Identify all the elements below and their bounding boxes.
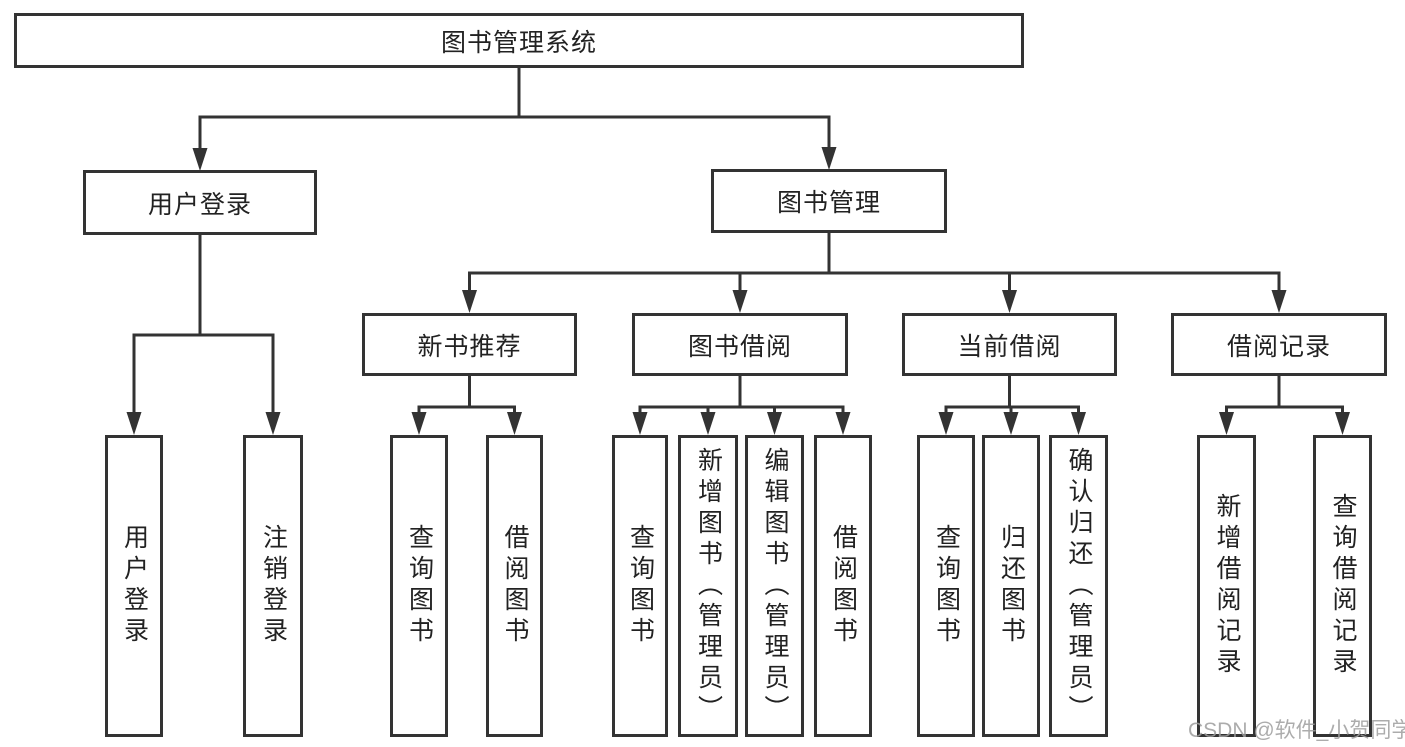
node-library-management-system: 图书管理系统 [14,13,1024,68]
leaf-label: 查询图书 [626,524,655,648]
node-borrowing-records: 借阅记录 [1171,313,1387,376]
leaf-label: 新增借阅记录 [1213,493,1241,679]
csdn-watermark: CSDN @软件_小贺同学 [1188,719,1405,742]
connector-current-borrowing-to-leaves [938,376,1086,435]
leaf-label: 借阅图书 [501,524,529,648]
connector-new-book-rec-to-leaves [411,376,522,435]
node-leaf-query-books-rec: 查询图书 [390,435,448,737]
node-leaf-borrow-books: 借阅图书 [814,435,872,737]
node-leaf-logout: 注销登录 [243,435,303,737]
leaf-label: 编辑图书（管理员） [761,446,789,726]
node-book-borrowing: 图书借阅 [632,313,848,376]
node-leaf-add-book-admin: 新增图书（管理员） [678,435,738,737]
node-book-management: 图书管理 [711,169,947,233]
node-leaf-user-login: 用户登录 [105,435,163,737]
node-leaf-borrow-books-rec: 借阅图书 [486,435,543,737]
connector-book-mgmt-to-heads [462,233,1287,313]
leaf-label: 确认归还（管理员） [1065,446,1093,726]
node-new-book-recommendation: 新书推荐 [362,313,577,376]
node-current-borrowing: 当前借阅 [902,313,1117,376]
node-leaf-query-books-current: 查询图书 [917,435,975,737]
leaf-label: 查询借阅记录 [1329,493,1357,679]
leaf-label: 注销登录 [259,524,288,648]
node-leaf-add-borrow-record: 新增借阅记录 [1197,435,1256,737]
leaf-label: 新增图书（管理员） [694,446,723,726]
leaf-label: 查询图书 [405,524,434,648]
connector-book-borrowing-to-leaves [632,376,851,435]
connector-borrow-records-to-leaves [1219,376,1350,435]
leaf-label: 查询图书 [932,524,961,648]
node-leaf-query-books-borrow: 查询图书 [612,435,668,737]
leaf-label: 用户登录 [120,524,149,648]
node-leaf-query-borrow-record: 查询借阅记录 [1313,435,1372,737]
leaf-label: 归还图书 [997,524,1026,648]
connector-user-login-to-leaves [126,234,281,435]
node-leaf-edit-book-admin: 编辑图书（管理员） [745,435,804,737]
node-user-login: 用户登录 [83,170,317,235]
node-leaf-confirm-return-admin: 确认归还（管理员） [1049,435,1108,737]
node-leaf-return-books: 归还图书 [982,435,1040,737]
leaf-label: 借阅图书 [829,524,858,648]
connector-root-to-level2 [192,68,837,171]
